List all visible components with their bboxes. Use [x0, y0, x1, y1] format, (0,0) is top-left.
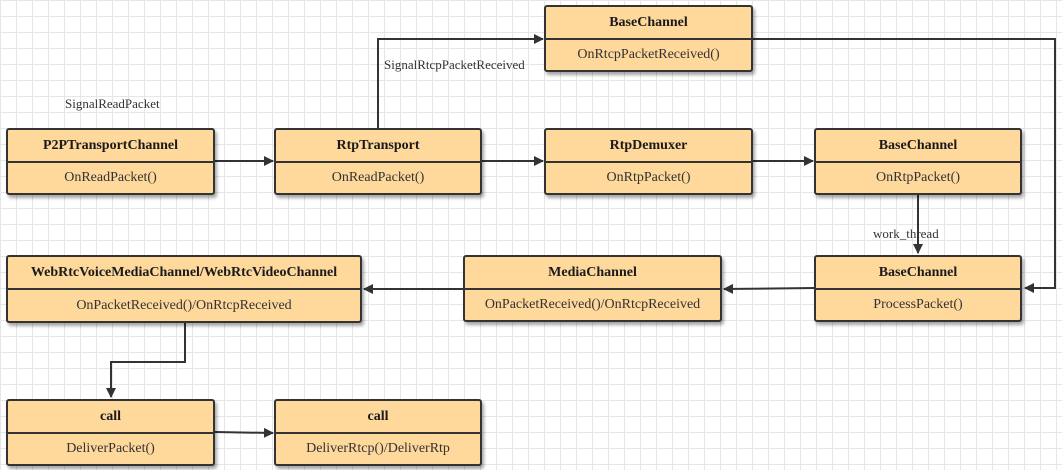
node-p2p-transport-channel[interactable]: P2PTransportChannel OnReadPacket()	[6, 128, 215, 195]
node-method: OnPacketReceived()/OnRtcpReceived	[76, 297, 292, 313]
edge-label-signal-rtcp-packet-received: SignalRtcpPacketReceived	[384, 57, 525, 72]
node-rtp-transport[interactable]: RtpTransport OnReadPacket()	[274, 128, 482, 195]
node-media-channel[interactable]: MediaChannel OnPacketReceived()/OnRtcpRe…	[463, 255, 722, 322]
edge-webrtc-to-call	[106, 323, 186, 398]
edge-basechannel-top-to-process	[753, 38, 1056, 293]
node-method: OnRtpPacket()	[606, 170, 691, 185]
edge-label-work-thread: work_thread	[873, 226, 939, 241]
node-call-deliver-rtcp-rtp[interactable]: call DeliverRtcp()/DeliverRtp	[274, 399, 482, 466]
node-title: P2PTransportChannel	[8, 130, 213, 163]
edge-label-signal-read-packet: SignalReadPacket	[65, 96, 160, 111]
edge-call-to-call	[214, 427, 274, 438]
node-base-channel-top[interactable]: BaseChannel OnRtcpPacketReceived()	[544, 5, 753, 72]
node-base-channel-process[interactable]: BaseChannel ProcessPacket()	[814, 255, 1022, 322]
node-title: BaseChannel	[546, 7, 751, 40]
node-method: OnReadPacket()	[64, 170, 157, 185]
node-method: OnReadPacket()	[331, 170, 425, 185]
node-method: OnRtpPacket()	[876, 170, 960, 185]
node-title: RtpDemuxer	[546, 130, 751, 163]
edge-process-to-mediachannel	[723, 283, 816, 294]
node-webrtc-media-channel[interactable]: WebRtcVoiceMediaChannel/WebRtcVideoChann…	[6, 255, 362, 323]
node-title: RtpTransport	[276, 130, 480, 163]
node-title: call	[8, 401, 213, 434]
node-method: ProcessPacket()	[873, 297, 963, 312]
node-method: OnRtcpPacketReceived()	[577, 47, 720, 62]
node-rtp-demuxer[interactable]: RtpDemuxer OnRtpPacket()	[544, 128, 753, 195]
node-title: BaseChannel	[816, 130, 1020, 163]
node-base-channel-rtp[interactable]: BaseChannel OnRtpPacket()	[814, 128, 1022, 195]
node-title: MediaChannel	[465, 257, 720, 290]
node-method: DeliverPacket()	[66, 441, 155, 456]
node-method: DeliverRtcp()/DeliverRtp	[306, 441, 450, 456]
edge-rtptransport-to-basechannel-top	[377, 34, 544, 128]
node-title: WebRtcVoiceMediaChannel/WebRtcVideoChann…	[8, 257, 360, 290]
node-title: BaseChannel	[816, 257, 1020, 290]
node-call-deliver-packet[interactable]: call DeliverPacket()	[6, 399, 215, 466]
node-method: OnPacketReceived()/OnRtcpReceived	[484, 297, 701, 312]
node-title: call	[276, 401, 480, 434]
